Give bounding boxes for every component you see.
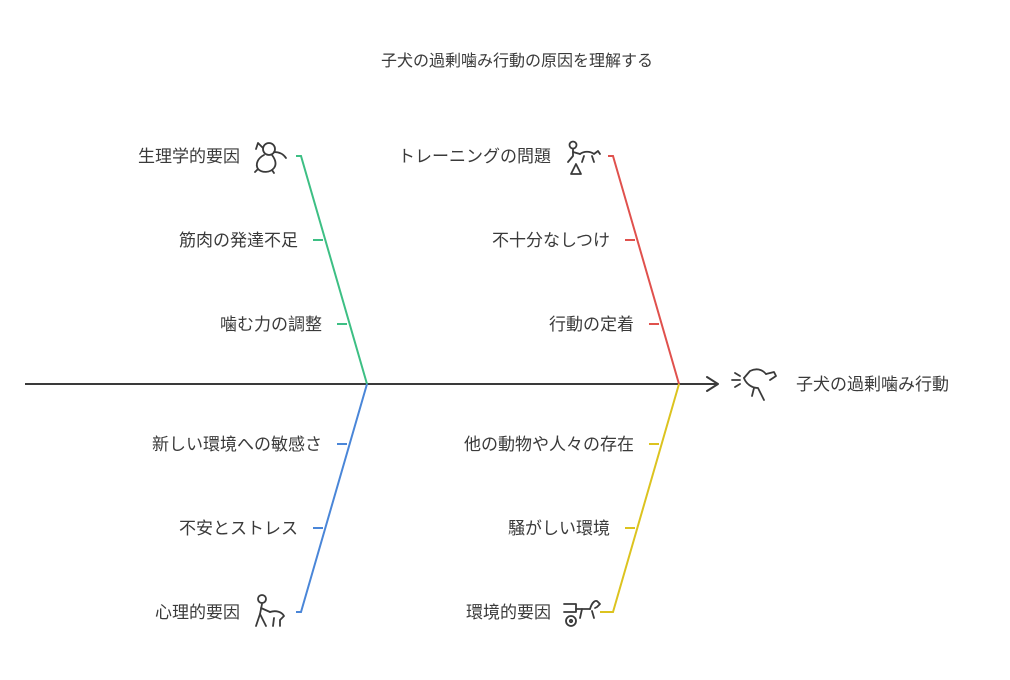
barking-dog-icon (731, 368, 777, 401)
cause-label: 他の動物や人々の存在 (464, 435, 634, 455)
effect-head: 子犬の過剰噛み行動 (731, 368, 949, 401)
effect-label: 子犬の過剰噛み行動 (796, 375, 949, 395)
person-with-dog-icon (255, 594, 285, 627)
cause-label: 噛む力の調整 (220, 315, 322, 335)
cause-label: 行動の定着 (549, 315, 634, 335)
dog-with-cart-icon (563, 599, 601, 627)
bone-line (296, 383, 368, 613)
cause-label: 不安とストレス (179, 519, 298, 539)
category-title: 生理学的要因 (138, 147, 240, 167)
category-training: トレーニングの問題 不十分なしつけ 行動の定着 (398, 140, 680, 385)
cause-label: 新しい環境への敏感さ (152, 435, 322, 455)
spine-arrowhead-icon (706, 376, 719, 392)
cause-label: 不十分なしつけ (492, 231, 610, 251)
category-environmental: 他の動物や人々の存在 騒がしい環境 環境的要因 (464, 383, 680, 627)
category-physiological: 生理学的要因 筋肉の発達不足 噛む力の調整 (138, 142, 368, 385)
bone-line (608, 155, 680, 385)
puppy-chewing-icon (254, 142, 287, 174)
bone-line (296, 155, 368, 385)
bone-line (600, 383, 680, 613)
category-psychological: 新しい環境への敏感さ 不安とストレス 心理的要因 (152, 383, 368, 627)
dog-training-icon (567, 140, 601, 175)
category-title: 環境的要因 (466, 603, 551, 623)
category-title: 心理的要因 (155, 603, 240, 623)
cause-label: 騒がしい環境 (508, 519, 610, 539)
category-title: トレーニングの問題 (398, 147, 551, 167)
cause-label: 筋肉の発達不足 (179, 231, 298, 251)
diagram-title: 子犬の過剰噛み行動の原因を理解する (381, 51, 653, 70)
